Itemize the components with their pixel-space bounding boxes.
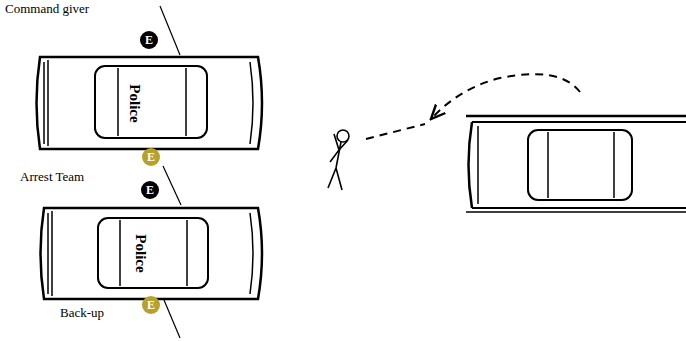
police-car: [41, 208, 263, 299]
officer-letter: E: [147, 299, 155, 311]
officer-marker: E: [141, 181, 159, 199]
officer-letter: E: [146, 184, 154, 196]
suspect-car: [466, 116, 686, 212]
police-car: Police: [35, 57, 266, 149]
car-label: Police: [127, 84, 142, 122]
officer-marker: E: [140, 31, 158, 49]
role-label: Command giver: [5, 2, 89, 16]
officer-letter: E: [145, 34, 153, 46]
police-car: Police: [37, 208, 266, 299]
car-label: Police: [133, 234, 148, 272]
role-label: Arrest Team: [20, 170, 84, 184]
police-car: [37, 57, 263, 149]
movement-path: [366, 74, 580, 139]
role-label: Back-up: [60, 306, 104, 320]
suspect-figure: [328, 130, 349, 190]
officer-marker: E: [142, 296, 160, 314]
officer-letter: E: [147, 151, 155, 163]
officer-marker: E: [142, 148, 160, 166]
